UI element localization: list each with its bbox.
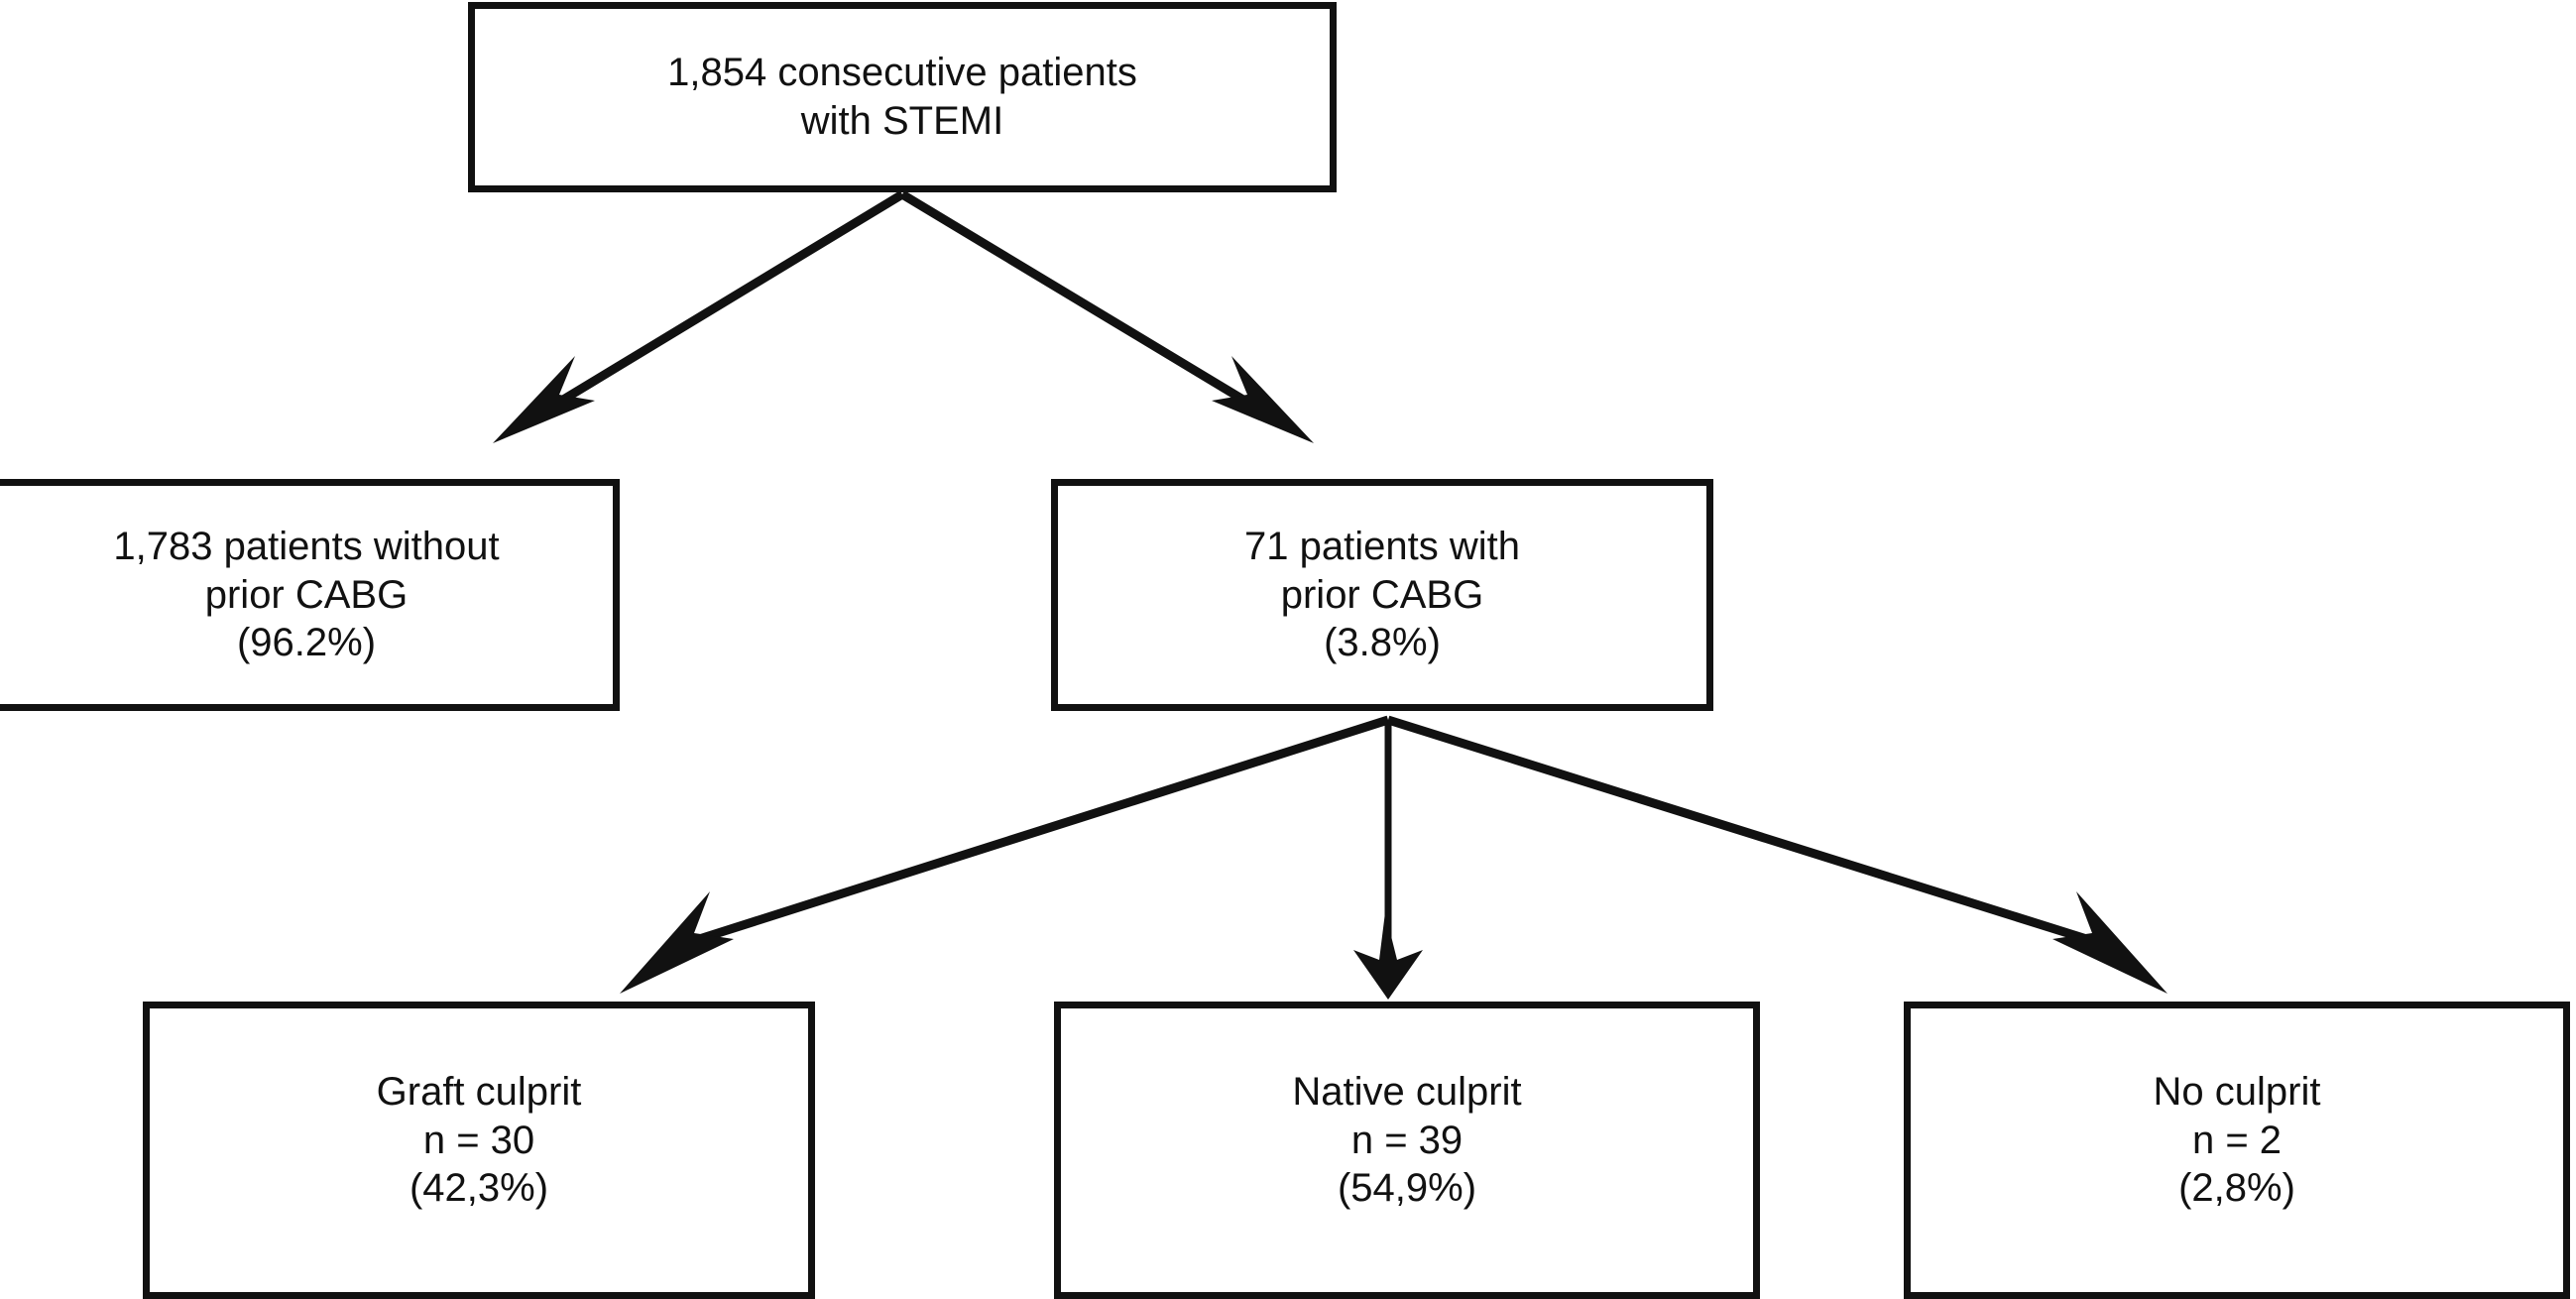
no-prior-cabg-line-2: prior CABG: [204, 572, 409, 617]
no-culprit-box: No culprit n = 2 (2,8%): [1904, 1002, 2570, 1299]
total-cohort-line-1: 1,854 consecutive patients: [667, 51, 1137, 95]
no-prior-cabg-line-1: 1,783 patients without: [113, 524, 500, 568]
edge-total-to-no-prior-cabg: [493, 190, 905, 443]
no-culprit-title: No culprit: [2153, 1069, 2321, 1114]
graft-culprit-percent: (42,3%): [409, 1166, 549, 1211]
prior-cabg-box: 71 patients with prior CABG (3.8%): [1051, 479, 1713, 711]
graft-culprit-text: Graft culprit n = 30 (42,3%): [377, 1068, 582, 1213]
prior-cabg-percent: (3.8%): [1324, 621, 1441, 665]
edge-prior-cabg-to-native-culprit: [1353, 720, 1423, 1000]
no-culprit-text: No culprit n = 2 (2,8%): [2154, 1068, 2321, 1213]
native-culprit-text: Native culprit n = 39 (54,9%): [1292, 1068, 1521, 1213]
native-culprit-title: Native culprit: [1292, 1069, 1522, 1114]
no-prior-cabg-box: 1,783 patients without prior CABG (96.2%…: [0, 479, 620, 711]
prior-cabg-line-2: prior CABG: [1280, 572, 1484, 617]
total-cohort-text: 1,854 consecutive patients with STEMI: [667, 49, 1137, 146]
graft-culprit-title: Graft culprit: [376, 1069, 582, 1114]
native-culprit-percent: (54,9%): [1337, 1166, 1477, 1211]
prior-cabg-text: 71 patients with prior CABG (3.8%): [1244, 523, 1520, 667]
no-culprit-count: n = 2: [2191, 1118, 2283, 1162]
total-cohort-box: 1,854 consecutive patients with STEMI: [468, 2, 1337, 192]
graft-culprit-box: Graft culprit n = 30 (42,3%): [143, 1002, 815, 1299]
prior-cabg-line-1: 71 patients with: [1244, 524, 1520, 568]
native-culprit-box: Native culprit n = 39 (54,9%): [1054, 1002, 1760, 1299]
edge-prior-cabg-to-graft-culprit: [620, 715, 1390, 994]
graft-culprit-count: n = 30: [422, 1118, 535, 1162]
no-prior-cabg-text: 1,783 patients without prior CABG (96.2%…: [113, 523, 499, 667]
total-cohort-line-2: with STEMI: [800, 99, 1004, 143]
no-prior-cabg-percent: (96.2%): [236, 621, 377, 665]
native-culprit-count: n = 39: [1350, 1118, 1464, 1162]
edge-total-to-prior-cabg: [899, 190, 1314, 443]
no-culprit-percent: (2,8%): [2178, 1166, 2295, 1211]
edge-prior-cabg-to-no-culprit: [1386, 715, 2167, 994]
